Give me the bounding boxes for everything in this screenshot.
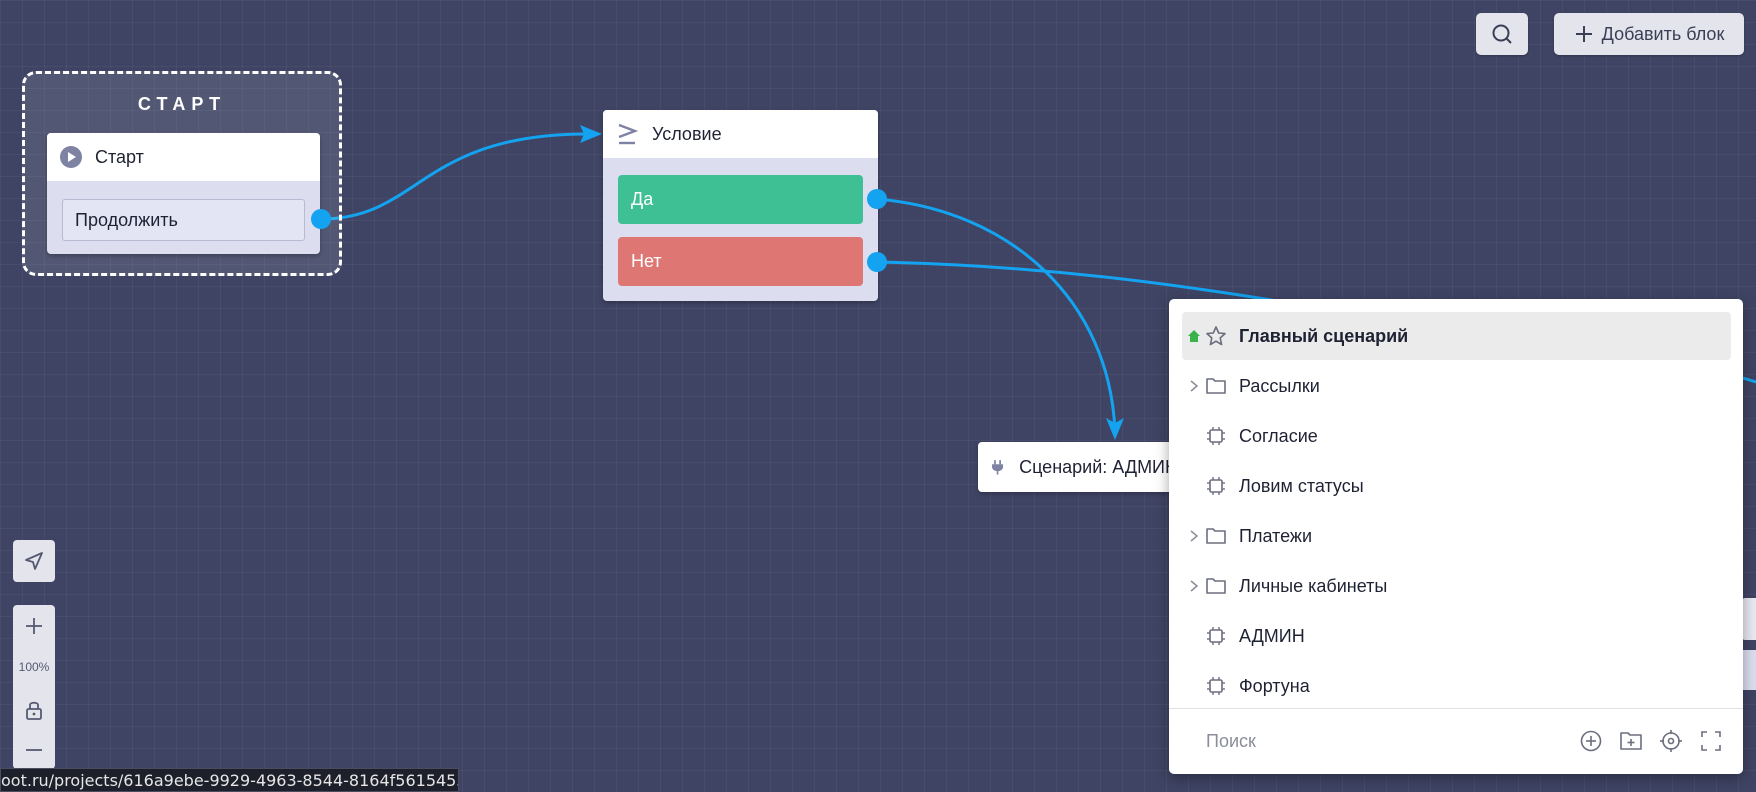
scenario-item-statuses[interactable]: Ловим статусы (1182, 462, 1731, 510)
scenario-item-admin[interactable]: АДМИН (1182, 612, 1731, 660)
continue-button[interactable]: Продолжить (62, 199, 305, 241)
scenario-node-label: Сценарий: АДМИН (1019, 456, 1178, 477)
no-branch-button[interactable]: Нет (618, 237, 863, 286)
add-block-button[interactable]: Добавить блок (1554, 13, 1744, 55)
panel-footer: Поиск (1169, 708, 1743, 774)
scenario-list-panel: Главный сценарий Рассылки Согласие Ловим… (1169, 299, 1743, 774)
status-bar-url: oot.ru/projects/616a9ebe-9929-4963-8544-… (0, 768, 459, 792)
scenario-folder-mailings[interactable]: Рассылки (1182, 362, 1731, 410)
zoom-level: 100% (18, 660, 50, 674)
start-node-header: Старт (47, 133, 320, 181)
add-scenario-icon[interactable] (1579, 729, 1603, 753)
scenario-item-label: Главный сценарий (1239, 325, 1409, 346)
locate-icon[interactable] (1659, 729, 1683, 753)
offscreen-node-fragment-2 (1742, 650, 1756, 690)
scenario-item-label: Платежи (1239, 525, 1313, 546)
zoom-in-button[interactable] (13, 605, 55, 647)
yes-output-port[interactable] (867, 189, 887, 209)
arrow-head-scenario (1106, 418, 1124, 440)
navigate-button[interactable] (13, 540, 55, 582)
start-node[interactable]: Старт Продолжить (47, 133, 320, 254)
search-button[interactable] (1476, 13, 1528, 55)
chevron-right-icon[interactable] (1185, 379, 1203, 393)
scenario-item-label: Ловим статусы (1239, 475, 1364, 496)
plus-icon (26, 618, 42, 634)
fullscreen-icon[interactable] (1699, 729, 1723, 753)
chip-icon (1203, 475, 1229, 497)
plug-icon (992, 460, 1004, 475)
home-icon (1185, 329, 1203, 343)
condition-node-header: Условие (603, 110, 878, 158)
chevron-right-icon[interactable] (1185, 529, 1203, 543)
folder-icon (1203, 376, 1229, 396)
scenario-item-label: Согласие (1239, 425, 1318, 446)
offscreen-node-fragment (1742, 598, 1756, 640)
chip-icon (1203, 675, 1229, 697)
scenario-item-consent[interactable]: Согласие (1182, 412, 1731, 460)
star-icon (1203, 325, 1229, 347)
start-group[interactable]: СТАРТ Старт Продолжить (22, 71, 342, 276)
navigation-arrow-icon (25, 552, 43, 570)
lock-icon (26, 701, 42, 720)
scenario-item-main[interactable]: Главный сценарий (1182, 312, 1731, 360)
minus-icon (26, 749, 42, 751)
plus-icon (1575, 26, 1592, 42)
yes-branch-button[interactable]: Да (618, 175, 863, 224)
yes-branch-label: Да (631, 189, 654, 209)
no-output-port[interactable] (867, 252, 887, 272)
scenario-item-fortune[interactable]: Фортуна (1182, 662, 1731, 710)
scenario-folder-payments[interactable]: Платежи (1182, 512, 1731, 560)
scenario-node[interactable]: Сценарий: АДМИН (978, 442, 1178, 492)
play-icon (60, 146, 82, 168)
scenario-item-label: АДМИН (1239, 625, 1305, 646)
folder-icon (1203, 526, 1229, 546)
add-block-label: Добавить блок (1601, 23, 1725, 44)
folder-icon (1203, 576, 1229, 596)
scenario-item-label: Личные кабинеты (1239, 575, 1388, 596)
start-node-label: Старт (95, 146, 144, 167)
add-folder-icon[interactable] (1619, 729, 1643, 753)
wire-no-to-panel (876, 260, 1291, 305)
chip-icon (1203, 425, 1229, 447)
scenario-folder-accounts[interactable]: Личные кабинеты (1182, 562, 1731, 610)
start-output-port[interactable] (311, 209, 331, 229)
continue-button-label: Продолжить (75, 209, 178, 230)
scenario-search-input[interactable]: Поиск (1206, 731, 1256, 751)
wire-right-edge (1742, 376, 1756, 384)
chip-icon (1203, 625, 1229, 647)
no-branch-label: Нет (631, 251, 662, 271)
wire-yes-to-scenario (876, 197, 1117, 433)
scenario-item-label: Рассылки (1239, 375, 1320, 396)
scenario-item-label: Фортуна (1239, 675, 1310, 696)
lock-button[interactable] (13, 689, 55, 731)
status-url-text: oot.ru/projects/616a9ebe-9929-4963-8544-… (1, 770, 459, 790)
chevron-right-icon[interactable] (1185, 579, 1203, 593)
condition-title: Условие (652, 123, 722, 144)
arrow-head-condition (580, 125, 602, 143)
search-icon (1492, 24, 1512, 44)
start-group-title: СТАРТ (137, 94, 227, 114)
zoom-out-button[interactable] (13, 731, 55, 769)
greater-equal-icon (618, 123, 638, 145)
condition-node[interactable]: Условие Да Нет (603, 110, 878, 301)
wire-start-to-condition (320, 132, 591, 221)
zoom-controls: 100% (13, 605, 55, 769)
